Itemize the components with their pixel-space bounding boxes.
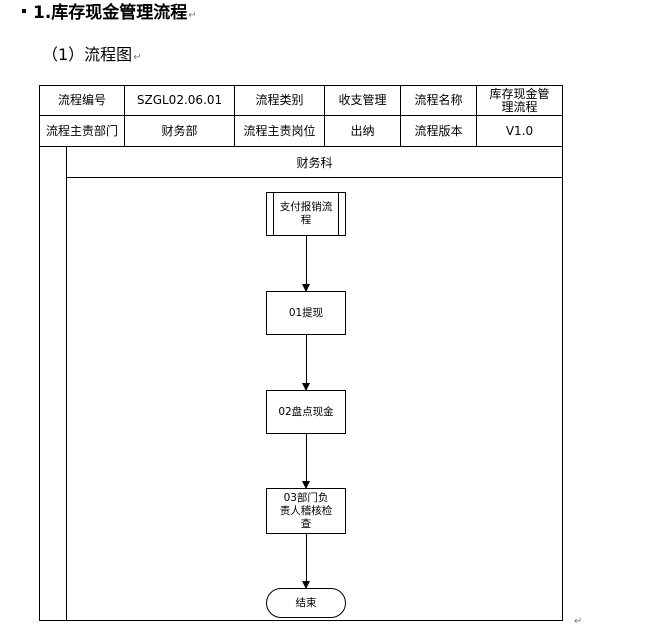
paragraph-mark-icon: ↵ xyxy=(133,52,142,63)
paragraph-mark-icon: ↵ xyxy=(574,616,583,627)
subsection-heading: （1）流程图↵ xyxy=(42,44,142,69)
paragraph-mark-icon: ↵ xyxy=(188,10,197,21)
flow-arrow xyxy=(302,335,310,391)
flow-node-step1: 01提现 xyxy=(266,291,346,335)
flow-arrow xyxy=(302,434,310,489)
section-heading-text: 1.库存现金管理流程 xyxy=(33,3,188,23)
flow-name-value: 库存现金管理流程 xyxy=(476,85,563,116)
responsible-post-value: 出纳 xyxy=(324,115,401,147)
flow-version-label: 流程版本 xyxy=(400,115,477,147)
bullet-icon xyxy=(22,9,26,13)
responsible-post-label: 流程主责岗位 xyxy=(234,115,325,147)
swimlane-header: 财务科 xyxy=(296,155,333,170)
responsible-dept-label: 流程主责部门 xyxy=(39,115,125,147)
swimlane-left-divider xyxy=(66,146,67,621)
flow-node-step3: 03部门负责人稽核检查 xyxy=(266,488,346,534)
flow-version-value: V1.0 xyxy=(476,115,563,147)
flow-arrow xyxy=(302,534,310,589)
flow-type-value: 收支管理 xyxy=(324,85,401,116)
section-heading: 1.库存现金管理流程↵ xyxy=(22,2,197,27)
flow-node-start: 支付报销流程 xyxy=(266,192,346,236)
flow-name-label: 流程名称 xyxy=(400,85,477,116)
swimlane-header-divider xyxy=(66,177,563,178)
flow-node-step2: 02盘点现金 xyxy=(266,390,346,434)
responsible-dept-value: 财务部 xyxy=(124,115,235,147)
flow-number-label: 流程编号 xyxy=(39,85,125,116)
flow-type-label: 流程类别 xyxy=(234,85,325,116)
flow-node-end: 结束 xyxy=(266,588,346,618)
swimlane-frame xyxy=(39,146,563,621)
flow-number-value: SZGL02.06.01 xyxy=(124,85,235,116)
subsection-heading-text: （1）流程图 xyxy=(42,45,133,64)
flow-arrow xyxy=(302,236,310,292)
